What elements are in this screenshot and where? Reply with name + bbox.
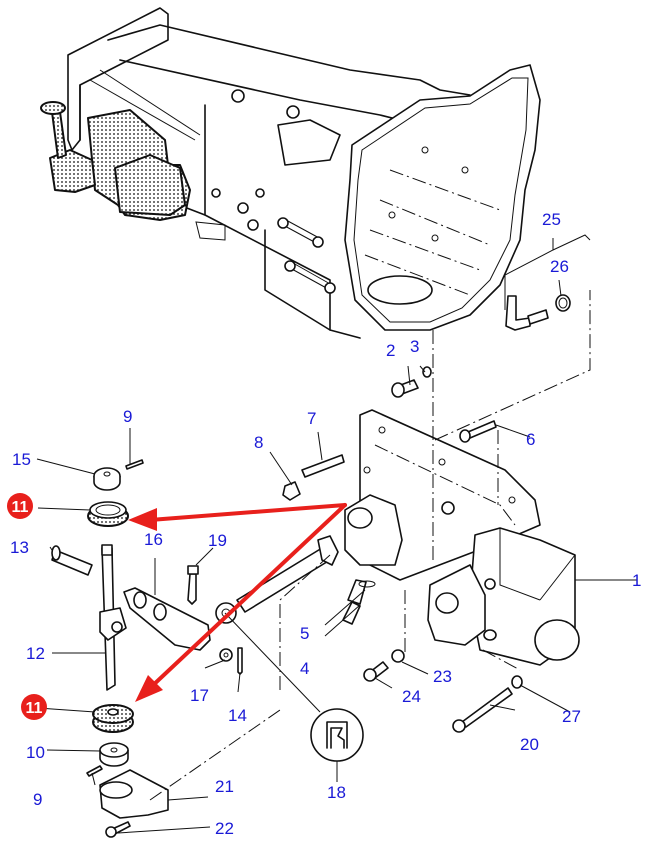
- callout-3[interactable]: 3: [410, 337, 419, 356]
- lever-assembly: [123, 535, 339, 675]
- highlight-badge-label: 11: [26, 700, 43, 717]
- linkage-stack: [51, 459, 169, 838]
- callout-27[interactable]: 27: [562, 707, 581, 726]
- fitting-25-assembly: [505, 294, 571, 331]
- callout-20[interactable]: 20: [520, 735, 539, 754]
- highlight-arrows: [128, 503, 347, 702]
- callout-12[interactable]: 12: [26, 644, 45, 663]
- callout-17[interactable]: 17: [190, 686, 209, 705]
- arrowhead-upper: [128, 508, 157, 531]
- callout-11-upper[interactable]: 11: [7, 493, 33, 519]
- seal-detail-icon: [310, 708, 364, 762]
- cover-plate: [149, 290, 591, 801]
- arrow-to-lower-seal: [148, 503, 347, 690]
- callout-9-top[interactable]: 9: [123, 407, 132, 426]
- callout-6[interactable]: 6: [526, 430, 535, 449]
- highlight-badge: [7, 493, 33, 519]
- callout-labels: 1 2 3 4 5 6 7 8 9 9 10 11 11 12 13 14 15…: [7, 210, 641, 838]
- callout-21[interactable]: 21: [215, 777, 234, 796]
- callout-24[interactable]: 24: [402, 687, 421, 706]
- callout-7[interactable]: 7: [307, 409, 316, 428]
- callout-10[interactable]: 10: [26, 743, 45, 762]
- callout-26[interactable]: 26: [550, 257, 569, 276]
- callout-8[interactable]: 8: [254, 433, 263, 452]
- highlight-badge: [21, 694, 47, 720]
- callout-15[interactable]: 15: [12, 450, 31, 469]
- callout-18[interactable]: 18: [327, 783, 346, 802]
- callout-11-lower[interactable]: 11: [21, 694, 47, 720]
- callout-25[interactable]: 25: [542, 210, 561, 229]
- leader-lines: [36, 234, 637, 834]
- arrow-to-upper-seal: [148, 503, 347, 522]
- highlight-badge-label: 11: [12, 499, 29, 516]
- callout-16[interactable]: 16: [144, 530, 163, 549]
- transmission-housing: [40, 7, 541, 339]
- callout-14[interactable]: 14: [228, 706, 247, 725]
- callout-22[interactable]: 22: [215, 819, 234, 838]
- callout-19[interactable]: 19: [208, 531, 227, 550]
- callout-1[interactable]: 1: [632, 571, 641, 590]
- callout-2[interactable]: 2: [386, 341, 395, 360]
- hardware: [282, 366, 523, 733]
- arrowhead-lower: [135, 675, 163, 702]
- callout-4[interactable]: 4: [300, 659, 309, 678]
- callout-9-bottom[interactable]: 9: [33, 790, 42, 809]
- callout-13[interactable]: 13: [10, 538, 29, 557]
- callout-5[interactable]: 5: [300, 624, 309, 643]
- callout-23[interactable]: 23: [433, 667, 452, 686]
